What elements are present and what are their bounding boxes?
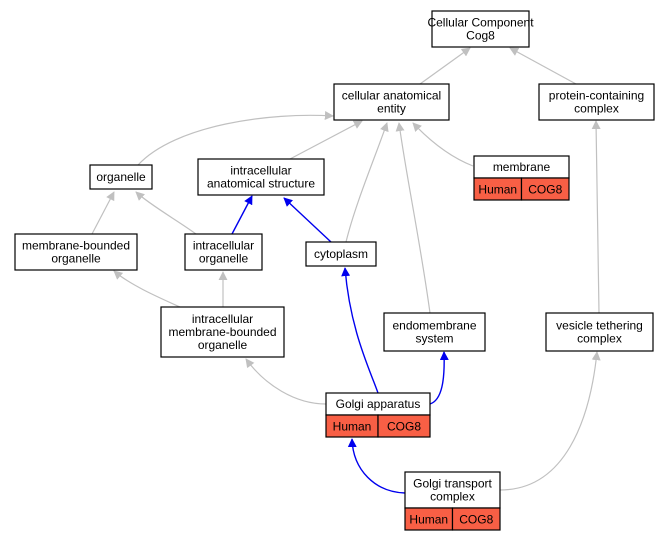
edge-cellular-anatomical-entity-to-cellular-component — [419, 47, 471, 85]
node-label-line: complex — [430, 490, 475, 504]
node-box — [197, 158, 325, 196]
node-box — [383, 312, 486, 352]
node-label-line: intracellular — [230, 164, 291, 178]
node-label-line: cytoplasm — [314, 247, 368, 261]
node-box — [333, 83, 450, 121]
tag-label: Human — [333, 420, 372, 434]
node-label-line: Golgi transport — [413, 477, 492, 491]
node-label-line: intracellular — [192, 312, 253, 326]
tag-label: COG8 — [459, 513, 493, 527]
tag-label: COG8 — [387, 420, 421, 434]
node-label-line: complex — [574, 102, 619, 116]
node-cytoplasm[interactable]: cytoplasm — [305, 241, 377, 267]
tag-cell — [377, 414, 431, 438]
edge-membrane-bounded-organelle-to-organelle — [91, 191, 115, 235]
node-box — [431, 10, 530, 48]
node-label-line: anatomical structure — [207, 177, 315, 191]
node-organelle[interactable]: organelle — [89, 164, 153, 190]
node-label-line: organelle — [96, 170, 146, 184]
edge-golgi-transport-complex-to-vesicle-tethering-complex — [499, 351, 601, 491]
edges-layer — [91, 47, 601, 494]
edge-vesicle-tethering-complex-to-protein-containing-complex — [591, 120, 601, 314]
node-label-line: endomembrane — [392, 319, 476, 333]
edge-intracellular-organelle-to-intracellular-anatomical-structure — [231, 195, 253, 235]
node-box — [184, 233, 263, 271]
edge-protein-containing-complex-to-cellular-component — [509, 47, 577, 85]
node-label-line: entity — [377, 102, 406, 116]
edge-cytoplasm-to-cellular-anatomical-entity — [345, 122, 389, 243]
node-label-line: intracellular — [193, 239, 254, 253]
edge-golgi-apparatus-to-endomembrane-system — [429, 351, 449, 405]
tag-label: Human — [409, 513, 448, 527]
tag-cell — [520, 177, 570, 201]
node-box — [538, 83, 655, 121]
node-label-line: organelle — [198, 338, 248, 352]
tag-label: Human — [478, 183, 517, 197]
node-label-line: protein-containing — [549, 89, 644, 103]
node-label-line: Golgi apparatus — [336, 397, 421, 411]
node-label-line: membrane-bounded — [22, 239, 130, 253]
edge-golgi-apparatus-to-cytoplasm — [341, 267, 379, 394]
node-box — [545, 312, 654, 352]
node-label-line: membrane — [493, 160, 551, 174]
node-box — [305, 241, 377, 267]
edge-cytoplasm-to-intracellular-anatomical-structure — [283, 197, 332, 243]
node-label-line: complex — [577, 332, 622, 346]
edge-endomembrane-system-to-cellular-anatomical-entity — [395, 122, 431, 314]
tag-label: COG8 — [528, 183, 562, 197]
node-label-line: Cellular Component — [427, 16, 534, 30]
node-box — [89, 164, 153, 190]
edge-intracellular-organelle-to-organelle — [135, 191, 197, 235]
node-label-line: Cog8 — [466, 29, 495, 43]
node-label-line: organelle — [199, 252, 249, 266]
node-label-line: vesicle tethering — [556, 319, 643, 333]
edge-membrane-to-cellular-anatomical-entity — [412, 122, 474, 167]
edge-intracellular-membrane-bounded-organelle-to-membrane-bounded-organelle — [113, 270, 181, 308]
node-box — [14, 233, 138, 271]
edge-golgi-apparatus-to-intracellular-membrane-bounded-organelle — [245, 358, 327, 405]
node-box — [160, 306, 285, 358]
node-label-line: system — [415, 332, 453, 346]
node-label-line: organelle — [51, 252, 101, 266]
node-label-line: cellular anatomical — [342, 89, 441, 103]
node-label-line: membrane-bounded — [168, 325, 276, 339]
edge-intracellular-anatomical-structure-to-cellular-anatomical-entity — [289, 120, 363, 160]
edge-organelle-to-cellular-anatomical-entity — [137, 110, 334, 166]
edge-golgi-transport-complex-to-golgi-apparatus — [347, 438, 406, 494]
tag-cell — [451, 507, 501, 531]
